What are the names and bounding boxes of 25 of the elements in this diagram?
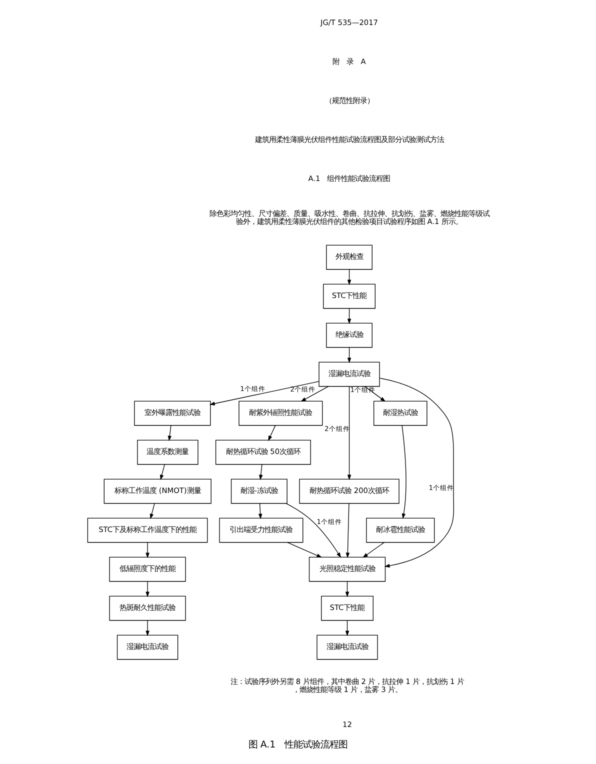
arrow bbox=[345, 620, 350, 636]
arrow bbox=[150, 503, 155, 520]
arrow bbox=[209, 381, 320, 406]
arrow bbox=[300, 386, 329, 402]
arrow bbox=[402, 425, 406, 519]
arrow bbox=[287, 542, 322, 558]
arrow bbox=[258, 464, 263, 480]
arrow bbox=[362, 542, 384, 558]
arrow bbox=[268, 425, 276, 442]
arrow bbox=[379, 378, 454, 568]
arrow bbox=[146, 620, 150, 636]
arrow bbox=[345, 581, 350, 598]
arrow bbox=[347, 308, 352, 324]
arrow bbox=[347, 347, 352, 364]
arrow bbox=[160, 464, 165, 480]
arrow bbox=[146, 581, 150, 598]
arrow bbox=[347, 386, 352, 480]
arrow bbox=[168, 425, 172, 442]
arrow bbox=[258, 503, 262, 520]
arrow bbox=[347, 269, 352, 286]
arrow bbox=[364, 386, 386, 402]
arrow bbox=[346, 503, 350, 558]
arrow bbox=[286, 503, 342, 558]
caption: 图 A.1 性能试验流程图 bbox=[248, 740, 348, 751]
arrow bbox=[146, 542, 150, 558]
